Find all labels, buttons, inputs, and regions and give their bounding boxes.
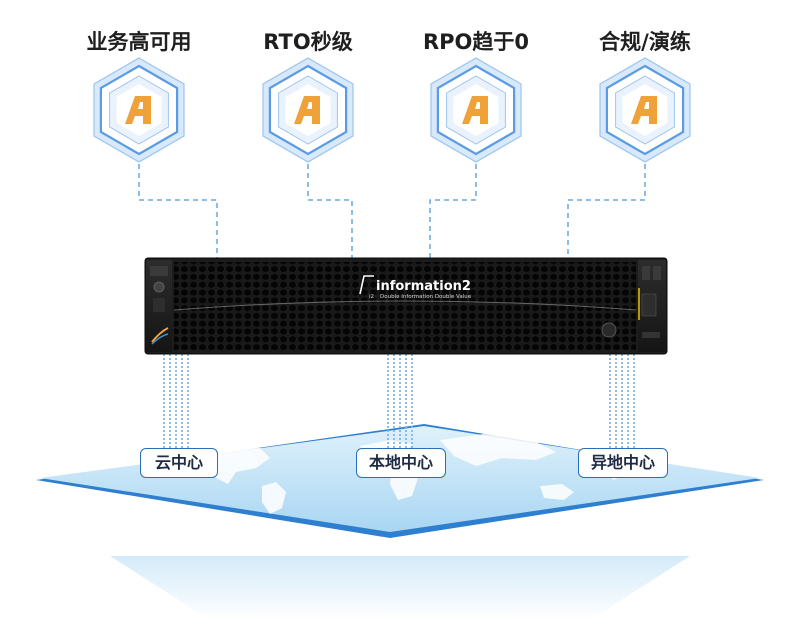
location-label-remote: 异地中心	[578, 448, 668, 478]
brand-logo-mark: i2	[369, 294, 374, 300]
brand-name: information2	[376, 279, 471, 294]
feature-hexagon-1	[93, 57, 185, 163]
location-label-local: 本地中心	[356, 448, 446, 478]
feature-label-rto: RTO秒级	[263, 30, 353, 54]
rack-server: i2 information2 Double Information Doubl…	[144, 257, 668, 355]
feature-hexagon-4	[599, 57, 691, 163]
feature-hexagon-3	[430, 57, 522, 163]
brand-slogan: Double Information Double Value	[380, 294, 472, 300]
bezel-lock-icon	[601, 322, 617, 338]
hexagon-a-icon	[462, 96, 488, 124]
feature-label-ha: 业务高可用	[86, 30, 192, 54]
brand-swoosh-icon	[151, 327, 169, 343]
power-button-icon	[153, 281, 165, 293]
server-bezel	[174, 262, 636, 350]
feature-hexagon-2	[262, 57, 354, 163]
feature-icons	[93, 57, 691, 163]
hexagon-a-icon	[125, 96, 151, 124]
hexagon-a-icon	[631, 96, 657, 124]
feature-label-compliance: 合规/演练	[599, 30, 691, 54]
feature-label-rpo: RPO趋于0	[422, 30, 530, 54]
feature-connectors	[138, 164, 646, 262]
brand-logo-icon	[359, 275, 374, 295]
brand-logo: i2 information2 Double Information Doubl…	[359, 275, 472, 300]
location-label-cloud: 云中心	[140, 448, 218, 478]
platform-reflection	[110, 556, 690, 620]
hexagon-a-icon	[294, 96, 320, 124]
